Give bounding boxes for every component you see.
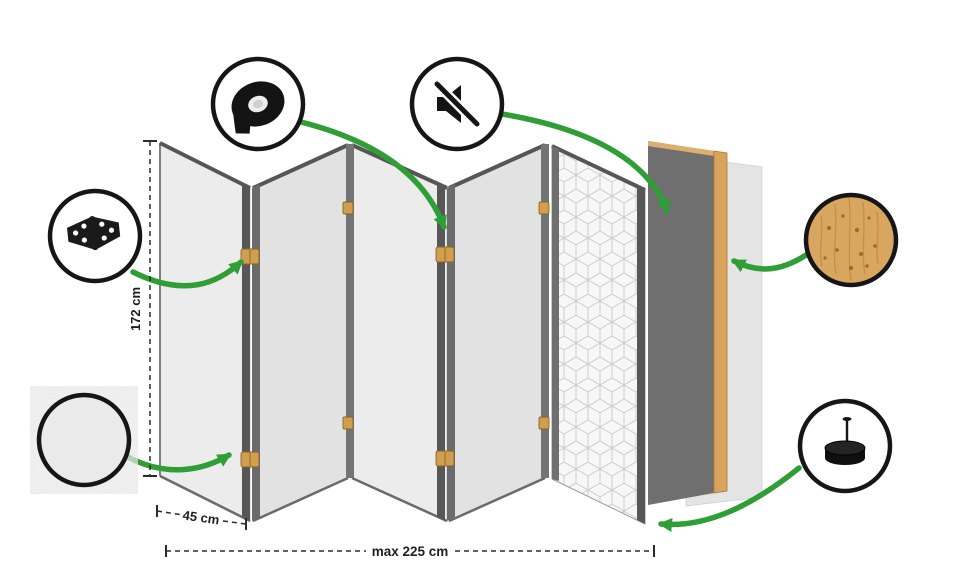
arrow-mute bbox=[499, 111, 670, 214]
badge-circle bbox=[36, 392, 132, 488]
arrow-texture bbox=[125, 452, 232, 473]
fold1-edge-b bbox=[252, 184, 260, 521]
panel-5-top-edge bbox=[551, 144, 646, 192]
fold1-edge-a bbox=[242, 184, 250, 521]
panel-5-left-edge bbox=[552, 146, 559, 481]
arrow-tape bbox=[298, 119, 447, 230]
callout-texture bbox=[36, 392, 132, 488]
panel-5-right-edge bbox=[637, 186, 645, 524]
adhesive-tape-icon bbox=[231, 81, 285, 134]
fold2-edge bbox=[346, 144, 354, 478]
dimensions: 172 cm 45 cm max 225 cm bbox=[128, 140, 655, 559]
hinges bbox=[240, 201, 550, 468]
panel-2-top-edge bbox=[252, 143, 349, 190]
frame-layer bbox=[648, 141, 728, 505]
arrow-felt bbox=[658, 465, 802, 532]
callout-wood bbox=[803, 192, 899, 288]
hinge-small bbox=[538, 201, 550, 215]
fold3-edge-a bbox=[437, 184, 445, 521]
panel-4 bbox=[448, 144, 546, 522]
arrow-wood bbox=[731, 252, 809, 273]
panel-1-top-edge bbox=[159, 141, 251, 190]
panel-5-pattern bbox=[551, 145, 646, 525]
fold3-edge-b bbox=[447, 184, 455, 521]
max-width-dimension-label: max 225 cm bbox=[372, 544, 449, 559]
muted-speaker-icon bbox=[433, 80, 481, 128]
panel-width-dimension-label: 45 cm bbox=[182, 508, 221, 528]
wood-texture-icon bbox=[807, 196, 895, 284]
folding-screen bbox=[159, 141, 646, 525]
fold4-edge bbox=[541, 144, 549, 478]
panel-2 bbox=[252, 144, 349, 522]
hinge-small bbox=[342, 416, 354, 430]
fleece-texture-icon bbox=[39, 395, 129, 485]
panel-1-bottom-edge bbox=[159, 474, 251, 523]
wood-frame-edge bbox=[713, 150, 728, 494]
callout-arrows bbox=[125, 111, 809, 532]
callout-mute bbox=[409, 56, 505, 152]
pattern-panel bbox=[551, 144, 646, 525]
frame-dark-panel bbox=[648, 141, 714, 505]
badge-circle bbox=[803, 192, 899, 288]
callout-felt bbox=[797, 398, 893, 494]
panel-width-dim-line bbox=[156, 510, 247, 525]
panel-2-bottom-edge bbox=[252, 476, 349, 523]
hinge-small bbox=[538, 416, 550, 430]
rear-layers bbox=[648, 141, 763, 507]
panel-4-top-edge bbox=[448, 143, 546, 190]
hinge-icon bbox=[66, 216, 121, 251]
callout-hinge bbox=[47, 188, 143, 284]
fold-edges bbox=[242, 144, 549, 521]
felt-pad-icon bbox=[824, 417, 866, 465]
panel-3-bottom-edge bbox=[351, 476, 448, 523]
hinge-small bbox=[342, 201, 354, 215]
panel-4-bottom-edge bbox=[448, 476, 546, 523]
callout-tape bbox=[210, 56, 306, 152]
height-dimension-label: 172 cm bbox=[128, 287, 143, 331]
wood-frame-top-edge bbox=[648, 141, 714, 156]
